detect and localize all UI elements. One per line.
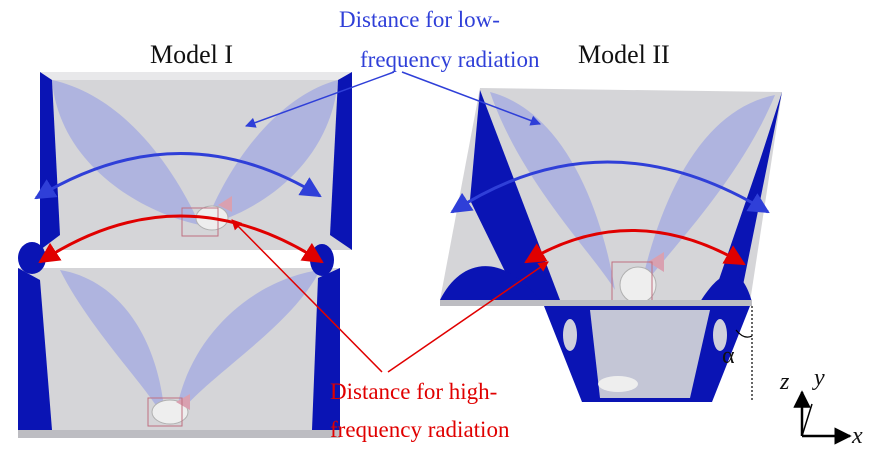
high-frequency-label-line-2: frequency radiation xyxy=(330,417,510,442)
alpha-angle-label: α xyxy=(722,343,735,369)
alpha-arc xyxy=(735,329,753,338)
model-2-label: Model II xyxy=(578,40,670,69)
z-axis-label: z xyxy=(780,369,790,395)
y-axis-label: y xyxy=(814,365,825,391)
coordinate-axes xyxy=(793,390,852,445)
model-2-flare-right xyxy=(712,92,782,300)
model-2-feed xyxy=(619,266,657,304)
low-frequency-label-line-2: frequency radiation xyxy=(360,47,540,72)
model-2-low-frequency-distance xyxy=(450,160,770,214)
model-2-petal-right xyxy=(640,95,775,290)
model-1-low-frequency-distance xyxy=(34,152,322,200)
model-1-lower-flare-left xyxy=(18,268,52,436)
model-1-label: Model I xyxy=(150,40,234,69)
model-2-petal-left xyxy=(490,92,615,290)
low-frequency-pointer-model-2 xyxy=(401,71,541,126)
high-frequency-pointer-model-2 xyxy=(387,261,549,373)
model-1-lower-flare-right xyxy=(312,268,340,436)
model-1-lower-feed xyxy=(151,399,189,425)
model-1-upper-flare-right xyxy=(330,72,352,250)
low-frequency-label-line-1: Distance for low- xyxy=(339,7,500,32)
low-frequency-pointer-model-1 xyxy=(245,71,395,128)
model-1-upper-flare-left xyxy=(40,72,60,250)
model-2-high-frequency-distance xyxy=(524,229,746,266)
high-frequency-label-line-1: Distance for high- xyxy=(330,379,498,404)
y-axis-arrow xyxy=(801,403,813,437)
model-1-high-frequency-distance xyxy=(38,214,324,264)
x-axis-label: x xyxy=(852,423,863,449)
model-1-antenna xyxy=(18,72,352,438)
high-frequency-pointer-model-1 xyxy=(231,219,383,373)
